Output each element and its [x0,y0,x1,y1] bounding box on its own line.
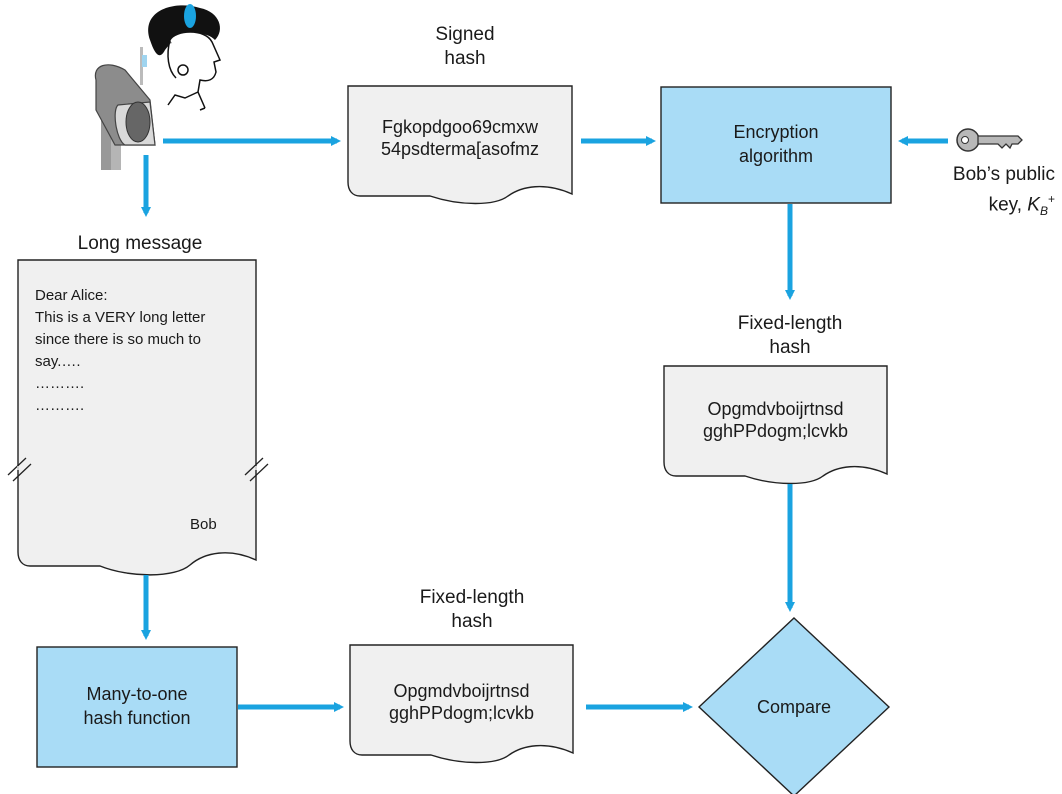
letter-line-5: ………. [35,375,85,392]
hash-function-box-line1: Many-to-one [86,684,188,704]
fixed-length-hash-top-line1: Fixed-length [737,313,843,334]
fixed-hash-doc-top-text: Opgmdvboijrtnsd gghPPdogm;lcvkb [664,398,887,442]
fixed-length-hash-top-label: Fixed-length hash [710,312,870,360]
person-icon [148,4,222,111]
fixed-length-hash-bottom-line2: hash [451,611,493,632]
hash-function-box-line2: hash function [83,708,191,728]
bobs-public-key-line1: Bob’s public [952,164,1055,185]
letter-line-6: ………. [35,397,85,414]
hash-function-box-shape [36,646,238,768]
fixed-hash-doc-bottom-line1: Opgmdvboijrtnsd [393,681,530,701]
signed-hash-doc-shape [347,85,573,205]
compare-diamond-shape [697,617,891,794]
mailbox-icon [94,47,156,170]
fixed-hash-doc-bottom-line2: gghPPdogm;lcvkb [388,703,535,723]
signed-hash-doc-line1: Fgkopdgoo69cmxw [381,117,539,137]
fixed-length-hash-bottom-label: Fixed-length hash [392,586,552,634]
encryption-box-line1: Encryption [733,122,819,142]
fixed-hash-doc-top-line1: Opgmdvboijrtnsd [707,399,844,419]
fixed-hash-doc-top-shape [663,365,888,485]
hash-function-box-text: Many-to-one hash function [37,682,237,730]
fixed-hash-doc-bottom-shape [349,644,574,764]
letter-line-4: say.…. [35,353,81,370]
signed-hash-label-line2: hash [444,48,486,69]
fixed-hash-doc-bottom-text: Opgmdvboijrtnsd gghPPdogm;lcvkb [350,680,573,724]
letter-line-2: This is a VERY long letter [35,309,206,326]
compare-diamond-text: Compare [756,697,832,717]
letter-line-1: Dear Alice: [35,287,108,304]
fixed-hash-doc-top-line2: gghPPdogm;lcvkb [702,421,849,441]
letter-signature: Bob [190,516,217,533]
bobs-public-key-key-word: key, [988,194,1022,216]
key-symbol: K [1027,194,1040,216]
long-message-label: Long message [77,233,203,254]
fixed-length-hash-bottom-line1: Fixed-length [419,587,525,608]
signed-hash-doc-line2: 54psdterma[asofmz [380,139,540,159]
encryption-box-shape [660,86,892,204]
encryption-box-text: Encryption algorithm [661,120,891,168]
encryption-box-line2: algorithm [738,146,814,166]
key-subscript: B [1039,204,1048,219]
key-icon [956,128,1023,152]
letter-line-3: since there is so much to [35,331,201,348]
signed-hash-label-line1: Signed [435,24,495,45]
letter-shape [17,259,257,576]
signed-hash-doc-text: Fgkopdgoo69cmxw 54psdterma[asofmz [348,116,572,160]
bobs-public-key-label: Bob’s public key, KB+ [930,163,1055,223]
bobs-public-key-line2: key, KB+ [930,187,1055,223]
signed-hash-label: Signed hash [410,23,520,71]
arrows [141,136,948,712]
fixed-length-hash-top-line2: hash [769,337,811,358]
letter-break-marks [7,457,269,482]
key-superscript: + [1047,192,1055,206]
